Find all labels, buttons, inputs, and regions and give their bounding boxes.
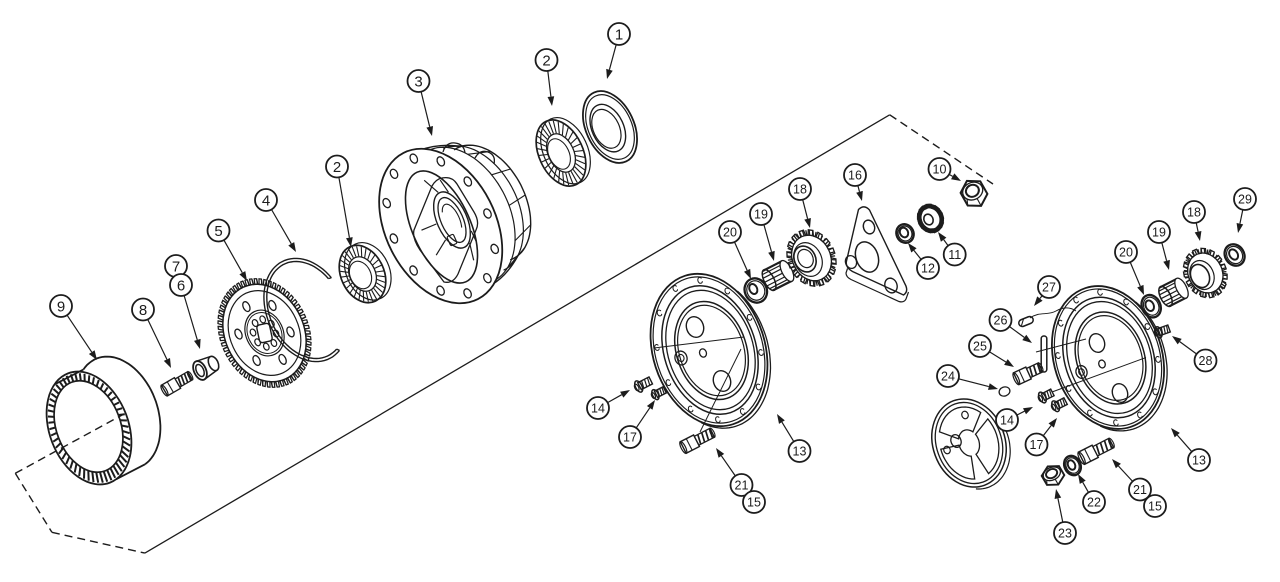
svg-text:1: 1	[615, 26, 623, 43]
svg-text:20: 20	[1119, 246, 1133, 260]
svg-text:18: 18	[793, 183, 807, 197]
svg-text:5: 5	[214, 223, 222, 240]
svg-text:17: 17	[623, 431, 637, 445]
svg-text:3: 3	[414, 73, 422, 90]
svg-text:4: 4	[262, 192, 270, 209]
svg-text:14: 14	[591, 402, 605, 416]
svg-text:6: 6	[177, 277, 185, 294]
svg-text:13: 13	[1192, 454, 1206, 468]
svg-text:19: 19	[754, 208, 768, 222]
svg-text:21: 21	[735, 479, 749, 493]
svg-text:12: 12	[921, 262, 935, 276]
svg-text:7: 7	[172, 258, 180, 275]
svg-text:26: 26	[994, 314, 1008, 328]
svg-text:28: 28	[1199, 354, 1213, 368]
svg-text:20: 20	[723, 226, 737, 240]
svg-text:2: 2	[333, 159, 341, 176]
svg-text:17: 17	[1030, 438, 1044, 452]
svg-text:15: 15	[1148, 500, 1162, 514]
svg-text:24: 24	[941, 370, 955, 384]
svg-text:27: 27	[1042, 281, 1056, 295]
svg-text:19: 19	[1152, 226, 1166, 240]
svg-text:8: 8	[139, 302, 147, 319]
svg-text:25: 25	[973, 340, 987, 354]
svg-text:23: 23	[1058, 527, 1072, 541]
svg-text:14: 14	[1000, 414, 1014, 428]
svg-text:11: 11	[948, 248, 961, 262]
svg-text:2: 2	[542, 52, 550, 69]
svg-text:13: 13	[793, 445, 807, 459]
svg-text:10: 10	[933, 163, 947, 177]
svg-text:16: 16	[848, 169, 862, 183]
svg-text:18: 18	[1187, 206, 1201, 220]
svg-text:22: 22	[1087, 496, 1101, 510]
svg-text:15: 15	[747, 496, 761, 510]
svg-text:29: 29	[1238, 193, 1252, 207]
svg-text:21: 21	[1133, 483, 1147, 497]
svg-text:9: 9	[57, 298, 65, 315]
